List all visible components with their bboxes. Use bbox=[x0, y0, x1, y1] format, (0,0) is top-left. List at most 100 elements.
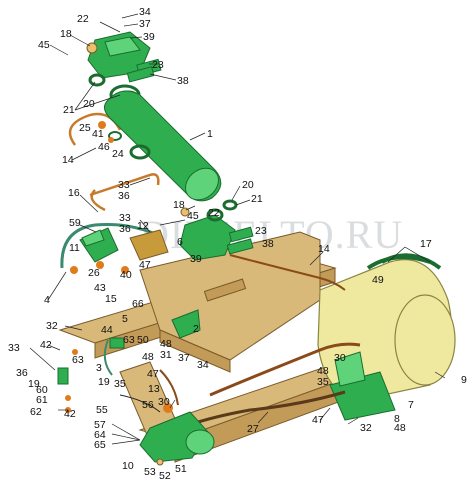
callout-31: 31 bbox=[160, 349, 172, 361]
callout-34b: 34 bbox=[197, 359, 209, 371]
valve-block-top bbox=[81, 229, 105, 247]
callout-14a: 14 bbox=[62, 154, 74, 166]
callout-8: 8 bbox=[394, 413, 400, 425]
callout-7: 7 bbox=[408, 399, 414, 411]
valve-block bbox=[70, 227, 169, 274]
valve-12 bbox=[129, 229, 169, 261]
callout-4: 4 bbox=[44, 294, 50, 306]
callout-17: 17 bbox=[420, 238, 432, 250]
fuel-tank bbox=[317, 253, 456, 421]
callout-2: 2 bbox=[193, 323, 199, 335]
cylinder-body-1 bbox=[104, 90, 222, 202]
callout-30b: 30 bbox=[158, 396, 170, 408]
callout-57: 57 bbox=[94, 419, 106, 431]
callout-50: 50 bbox=[137, 334, 149, 346]
callout-52: 52 bbox=[159, 470, 171, 482]
callout-3: 3 bbox=[96, 362, 102, 374]
cylinder-mount-6 bbox=[179, 199, 254, 261]
callout-35b: 35 bbox=[114, 378, 126, 390]
fitting-30 bbox=[163, 403, 173, 413]
callout-23a: 23 bbox=[152, 59, 164, 71]
callout-16: 16 bbox=[68, 187, 80, 199]
callout-9: 9 bbox=[461, 374, 467, 386]
callout-42a: 42 bbox=[40, 339, 52, 351]
fitting-60 bbox=[65, 395, 71, 401]
callout-45b: 45 bbox=[187, 210, 199, 222]
callout-33c: 33 bbox=[8, 342, 20, 354]
callout-41: 41 bbox=[92, 128, 104, 140]
callout-60: 60 bbox=[36, 384, 48, 396]
mount-bracket-6 bbox=[179, 214, 236, 261]
callout-20b: 20 bbox=[242, 179, 254, 191]
tank-bracket-plate bbox=[334, 351, 366, 387]
callout-11: 11 bbox=[69, 242, 80, 254]
callout-55: 55 bbox=[96, 404, 108, 416]
upper-cylinder-assembly bbox=[86, 31, 222, 202]
callout-1: 1 bbox=[207, 128, 213, 140]
ring-21b bbox=[222, 199, 238, 211]
hose-13 bbox=[159, 369, 179, 406]
callout-14b: 14 bbox=[318, 243, 330, 255]
hose-33-upper bbox=[89, 173, 160, 197]
fitting-46 bbox=[108, 137, 114, 143]
callout-48a: 48 bbox=[160, 338, 172, 350]
callout-42b: 42 bbox=[64, 408, 76, 420]
fitting-25 bbox=[98, 121, 106, 129]
callout-10: 10 bbox=[122, 460, 134, 472]
hose-3 bbox=[103, 339, 113, 376]
fitting-42 bbox=[72, 349, 78, 355]
callout-48b: 48 bbox=[142, 351, 154, 363]
cylinder-head-top bbox=[104, 36, 141, 57]
callout-15: 15 bbox=[105, 293, 117, 305]
seal-24 bbox=[108, 131, 122, 141]
callout-56: 56 bbox=[142, 399, 154, 411]
callout-21b: 21 bbox=[251, 193, 263, 205]
pump-motor-cap bbox=[185, 429, 215, 455]
tank-strap-2 bbox=[381, 253, 442, 270]
callout-27: 27 bbox=[247, 423, 259, 435]
callout-30a: 30 bbox=[334, 352, 346, 364]
callout-32a: 32 bbox=[46, 320, 58, 332]
callout-38a: 38 bbox=[177, 75, 189, 87]
ring-21a bbox=[88, 73, 106, 87]
bracket-2 bbox=[171, 309, 201, 339]
callout-19b: 19 bbox=[98, 376, 110, 388]
callout-18a: 18 bbox=[60, 28, 72, 40]
hose-16 bbox=[60, 223, 161, 269]
callout-labels: 22 34 37 18 39 45 23 38 21 20 25 41 46 2… bbox=[8, 6, 467, 482]
callout-35a: 35 bbox=[317, 376, 329, 388]
hose-27 bbox=[209, 342, 361, 397]
pump-unit-8 bbox=[139, 403, 215, 466]
fitting-40 bbox=[121, 266, 129, 274]
callout-13: 13 bbox=[148, 383, 160, 395]
block-44 bbox=[109, 337, 125, 349]
callout-47b: 47 bbox=[147, 368, 159, 380]
callout-39b: 39 bbox=[190, 253, 202, 265]
callout-48d: 48 bbox=[394, 422, 406, 434]
callout-46: 46 bbox=[98, 141, 110, 153]
callout-22a: 22 bbox=[77, 13, 89, 25]
callout-59: 59 bbox=[69, 217, 81, 229]
callout-45a: 45 bbox=[38, 39, 50, 51]
callout-37b: 37 bbox=[178, 352, 190, 364]
bushing-18b bbox=[180, 207, 190, 217]
fitting-43 bbox=[70, 266, 78, 274]
fitting-26 bbox=[96, 261, 104, 269]
callout-64: 64 bbox=[94, 429, 106, 441]
callout-53: 53 bbox=[144, 466, 156, 478]
callout-47c: 47 bbox=[312, 414, 324, 426]
pin-38b bbox=[226, 238, 254, 255]
callout-5: 5 bbox=[122, 313, 128, 325]
callout-37a: 37 bbox=[139, 18, 151, 30]
hose-turn bbox=[90, 189, 106, 212]
callout-24: 24 bbox=[112, 148, 124, 160]
callout-49: 49 bbox=[372, 274, 384, 286]
callout-25: 25 bbox=[79, 122, 91, 134]
callout-21a: 21 bbox=[63, 104, 75, 116]
callout-43: 43 bbox=[94, 282, 106, 294]
callout-36b: 36 bbox=[119, 223, 131, 235]
washer-53 bbox=[156, 458, 164, 466]
callout-32b: 32 bbox=[360, 422, 372, 434]
